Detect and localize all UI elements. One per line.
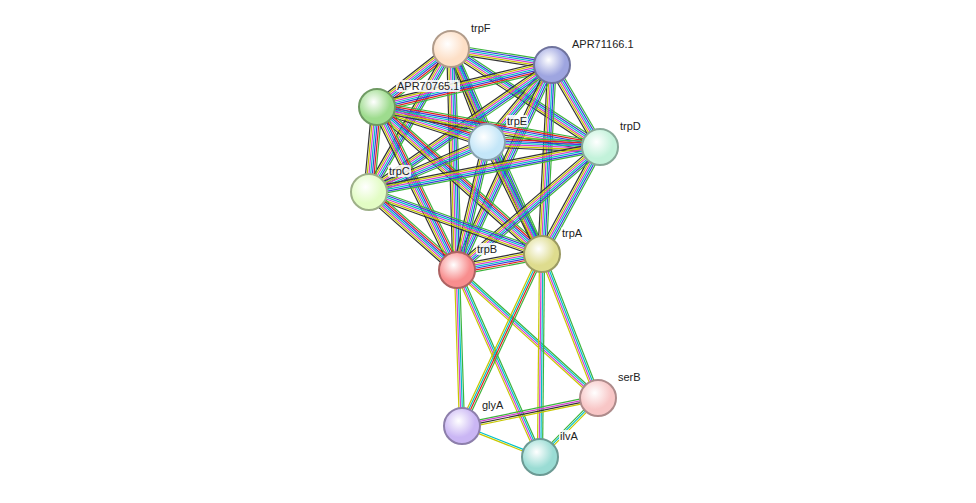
- evidence-line: [385, 200, 448, 255]
- protein-node: APR71166.1: [533, 46, 571, 84]
- evidence-link: [378, 200, 447, 263]
- evidence-line: [551, 409, 585, 444]
- protein-node: APR70765.1: [358, 88, 396, 126]
- evidence-link: [455, 287, 464, 409]
- evidence-line: [551, 269, 595, 381]
- evidence-line: [552, 410, 586, 445]
- evidence-link: [546, 160, 595, 241]
- evidence-line: [563, 78, 594, 131]
- evidence-line: [553, 411, 587, 446]
- node-circle: [523, 235, 561, 273]
- evidence-line: [478, 432, 524, 450]
- evidence-line: [380, 206, 443, 261]
- node-label: trpA: [561, 227, 583, 239]
- evidence-line: [538, 271, 540, 440]
- protein-node: glyA: [443, 407, 481, 445]
- evidence-line: [392, 115, 470, 140]
- node-circle: [443, 407, 481, 445]
- node-circle: [581, 128, 619, 166]
- protein-node: trpE: [468, 123, 506, 161]
- evidence-line: [478, 433, 524, 451]
- evidence-line: [378, 207, 441, 262]
- evidence-line: [467, 268, 533, 409]
- node-label: glyA: [481, 399, 504, 411]
- evidence-link: [504, 138, 583, 152]
- node-circle: [533, 46, 571, 84]
- node-circle: [468, 123, 506, 161]
- evidence-line: [383, 202, 446, 258]
- evidence-link: [557, 78, 595, 135]
- evidence-line: [384, 200, 525, 251]
- evidence-line: [385, 199, 526, 250]
- evidence-line: [560, 80, 591, 133]
- evidence-link: [478, 432, 525, 452]
- node-label: APR71166.1: [571, 38, 635, 50]
- node-circle: [438, 251, 476, 289]
- evidence-line: [384, 202, 525, 253]
- evidence-line: [366, 123, 371, 174]
- evidence-line: [478, 399, 581, 420]
- node-label: trpC: [388, 165, 411, 177]
- evidence-line: [470, 270, 536, 411]
- evidence-line: [381, 205, 444, 261]
- evidence-line: [473, 254, 525, 264]
- evidence-line: [468, 269, 534, 410]
- evidence-line: [455, 287, 459, 409]
- node-label: trpD: [619, 120, 642, 132]
- evidence-line: [564, 78, 595, 131]
- evidence-line: [472, 271, 538, 412]
- evidence-link: [384, 194, 528, 253]
- node-circle: [579, 379, 617, 417]
- evidence-line: [557, 82, 588, 135]
- evidence-link: [546, 269, 594, 383]
- evidence-line: [546, 271, 590, 383]
- evidence-link: [538, 271, 545, 440]
- node-label: ilvA: [559, 430, 579, 442]
- evidence-line: [547, 270, 591, 382]
- evidence-line: [552, 163, 594, 240]
- node-label: serB: [617, 371, 642, 383]
- protein-node: trpA: [523, 235, 561, 273]
- evidence-line: [467, 155, 584, 256]
- protein-node: trpC: [350, 173, 388, 211]
- evidence-link: [467, 268, 537, 411]
- evidence-line: [384, 201, 447, 257]
- node-label: trpF: [470, 22, 492, 34]
- node-circle: [432, 30, 470, 68]
- protein-node: trpD: [581, 128, 619, 166]
- node-label: trpB: [476, 243, 498, 255]
- evidence-line: [558, 81, 589, 134]
- node-label: APR70765.1: [396, 80, 460, 92]
- protein-node: trpF: [432, 30, 470, 68]
- evidence-line: [382, 203, 445, 258]
- protein-node: trpB: [438, 251, 476, 289]
- evidence-line: [549, 270, 593, 382]
- evidence-link: [551, 409, 588, 446]
- node-label: trpE: [506, 115, 528, 127]
- node-circle: [350, 173, 388, 211]
- evidence-line: [385, 149, 472, 186]
- protein-node: ilvA: [521, 438, 559, 476]
- evidence-link: [473, 252, 526, 272]
- evidence-line: [561, 79, 592, 132]
- evidence-link: [366, 123, 381, 175]
- evidence-link: [478, 399, 582, 425]
- protein-node: serB: [579, 379, 617, 417]
- node-circle: [358, 88, 396, 126]
- node-circle: [521, 438, 559, 476]
